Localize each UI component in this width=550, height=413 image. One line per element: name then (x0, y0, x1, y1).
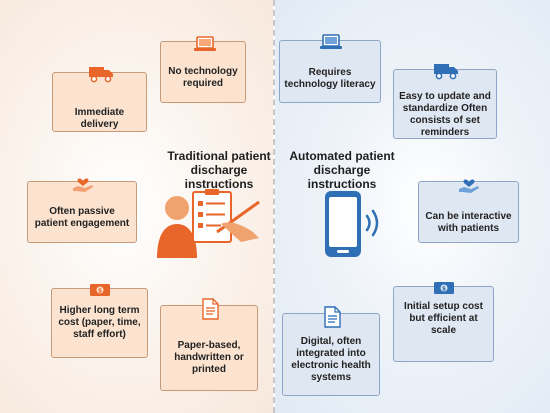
hand-heart-icon (73, 178, 93, 192)
card-label: Higher long term cost (paper, time, staf… (58, 305, 141, 340)
card-label: Paper-based, handwritten or printed (174, 340, 244, 375)
automated-card-digital: Digital, often integrated into electroni… (282, 306, 380, 396)
card-label: Requires technology literacy (284, 67, 376, 90)
traditional-card-paper-based: Paper-based, handwritten or printed (160, 298, 258, 391)
money-icon: $ (90, 284, 110, 296)
card-label: Initial setup cost but efficient at scal… (404, 301, 483, 336)
money-icon: $ (434, 282, 454, 294)
traditional-card-higher-cost: $ Higher long term cost (paper, time, st… (51, 284, 148, 358)
clipboard-writer-icon (157, 189, 260, 258)
card-label: Easy to update and standardize Often con… (399, 91, 491, 138)
automated-card-easy-update: Easy to update and standardize Often con… (393, 64, 497, 139)
document-icon (202, 298, 219, 320)
svg-text:$: $ (98, 288, 102, 295)
truck-icon (434, 64, 458, 80)
panel-divider (273, 0, 275, 413)
card-label: Often passive patient engagement (34, 206, 130, 229)
automated-card-technology-literacy: Requires technology literacy (279, 34, 381, 103)
card-label: Digital, often integrated into electroni… (291, 336, 371, 383)
laptop-icon (194, 36, 216, 51)
automated-title: Automated patient discharge instructions (289, 149, 395, 191)
card-label: Immediate delivery (74, 107, 125, 130)
traditional-card-no-technology: No technology required (160, 36, 246, 103)
automated-card-interactive: Can be interactive with patients (418, 179, 519, 243)
hand-heart-icon (459, 179, 479, 193)
traditional-title: Traditional patient discharge instructio… (167, 149, 271, 191)
card-label: No technology required (168, 66, 238, 89)
traditional-card-passive-engagement: Often passive patient engagement (27, 178, 137, 243)
automated-card-initial-cost: $ Initial setup cost but efficient at sc… (393, 282, 494, 362)
smartphone-icon (325, 191, 379, 257)
traditional-card-immediate-delivery: Immediate delivery (52, 67, 147, 132)
laptop-icon (320, 34, 342, 49)
truck-icon (89, 67, 113, 83)
card-label: Can be interactive with patients (425, 211, 512, 234)
svg-text:$: $ (442, 286, 446, 293)
document-icon (324, 306, 341, 328)
